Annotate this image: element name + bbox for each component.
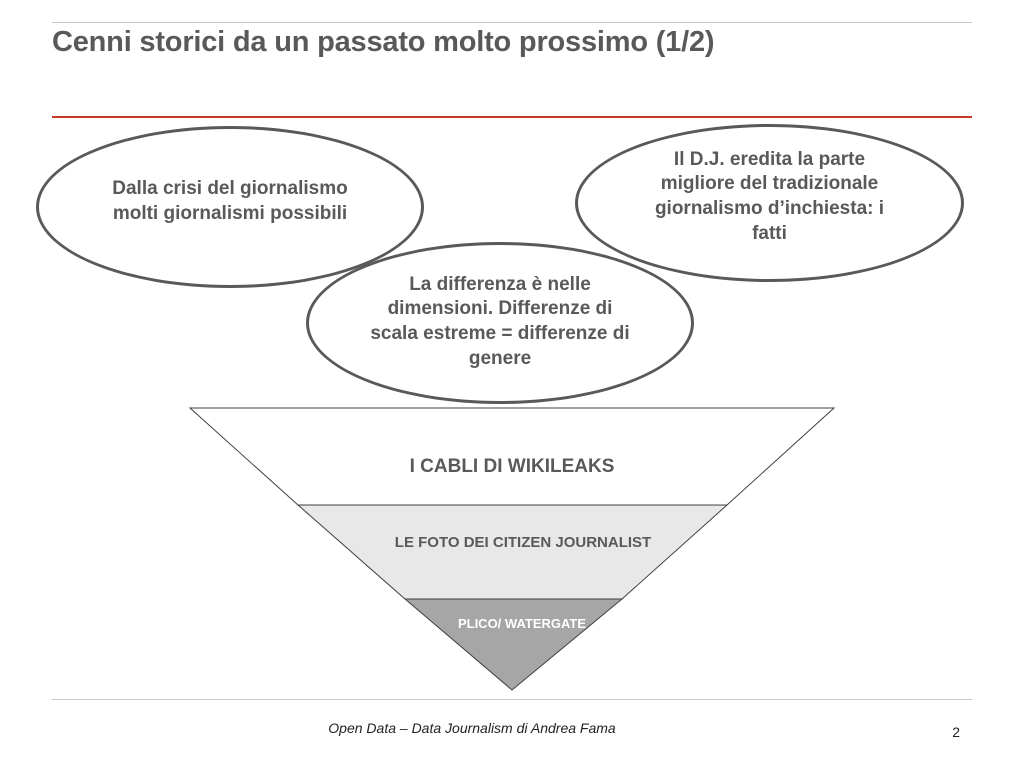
bubble-eredita-text: Il D.J. eredita la parte migliore del tr… — [654, 148, 885, 244]
footer-text: Open Data – Data Journalism di Andrea Fa… — [328, 720, 616, 736]
bubble-crisi-text: Dalla crisi del giornalismo molti giorna… — [112, 178, 348, 224]
pyramid-tier-bottom — [403, 598, 624, 691]
tier-label-wikileaks: I CABLI DI WIKILEAKS — [409, 456, 615, 477]
bubble-differenza-text: La differenza è nelle dimensioni. Differ… — [370, 273, 630, 369]
bubble-eredita: Il D.J. eredita la parte migliore del tr… — [575, 124, 964, 282]
bottom-divider — [52, 699, 972, 700]
tier-label-citizen-journalist: LE FOTO DEI CITIZEN JOURNALIST — [394, 534, 652, 551]
title-underline — [52, 116, 972, 118]
page-number: 2 — [952, 724, 960, 740]
tier-label-watergate: PLICO/ WATERGATE — [457, 616, 587, 631]
top-divider — [52, 22, 972, 23]
bubble-crisi: Dalla crisi del giornalismo molti giorna… — [36, 126, 424, 288]
slide-title: Cenni storici da un passato molto prossi… — [52, 26, 715, 58]
bubble-differenza: La differenza è nelle dimensioni. Differ… — [306, 242, 694, 404]
